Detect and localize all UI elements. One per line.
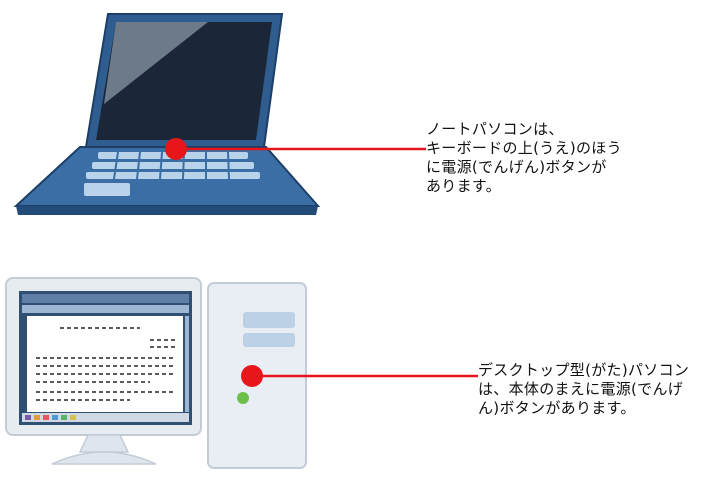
monitor-base	[51, 451, 157, 465]
laptop-touchpad	[84, 183, 130, 196]
desktop-power-button-marker	[241, 365, 263, 387]
window-titlebar	[22, 294, 189, 303]
pc-power-led	[237, 392, 249, 404]
monitor-neck	[78, 434, 130, 453]
caption-line: キーボードの上(うえ)のほう	[426, 139, 622, 157]
pc-drive-bay-2	[243, 333, 295, 347]
laptop-screen-glare	[104, 22, 208, 104]
taskbar	[22, 413, 189, 422]
window-scrollbar	[185, 316, 189, 412]
laptop-caption: ノートパソコンは、 キーボードの上(うえ)のほう に電源(でんげん)ボタンが あ…	[426, 120, 622, 196]
caption-line: は、本体のまえに電源(でんげ	[478, 380, 684, 398]
laptop-base-front	[16, 206, 318, 215]
desktop-caption: デスクトップ型(がた)パソコン は、本体のまえに電源(でんげ ん)ボタンがありま…	[478, 361, 689, 418]
caption-line: に電源(でんげん)ボタンが	[426, 158, 607, 176]
document-area	[27, 316, 183, 412]
caption-line: ん)ボタンがあります。	[478, 399, 636, 417]
caption-line: デスクトップ型(がた)パソコン	[478, 361, 690, 379]
caption-line: あります。	[426, 177, 502, 195]
caption-line: ノートパソコンは、	[426, 120, 564, 138]
pc-drive-bay-1	[243, 312, 295, 328]
desktop-pc-icon	[5, 277, 307, 469]
laptop-icon	[13, 13, 321, 215]
document-text-lines	[36, 327, 176, 401]
laptop-power-button-marker	[165, 138, 187, 160]
window-toolbar	[22, 305, 189, 313]
